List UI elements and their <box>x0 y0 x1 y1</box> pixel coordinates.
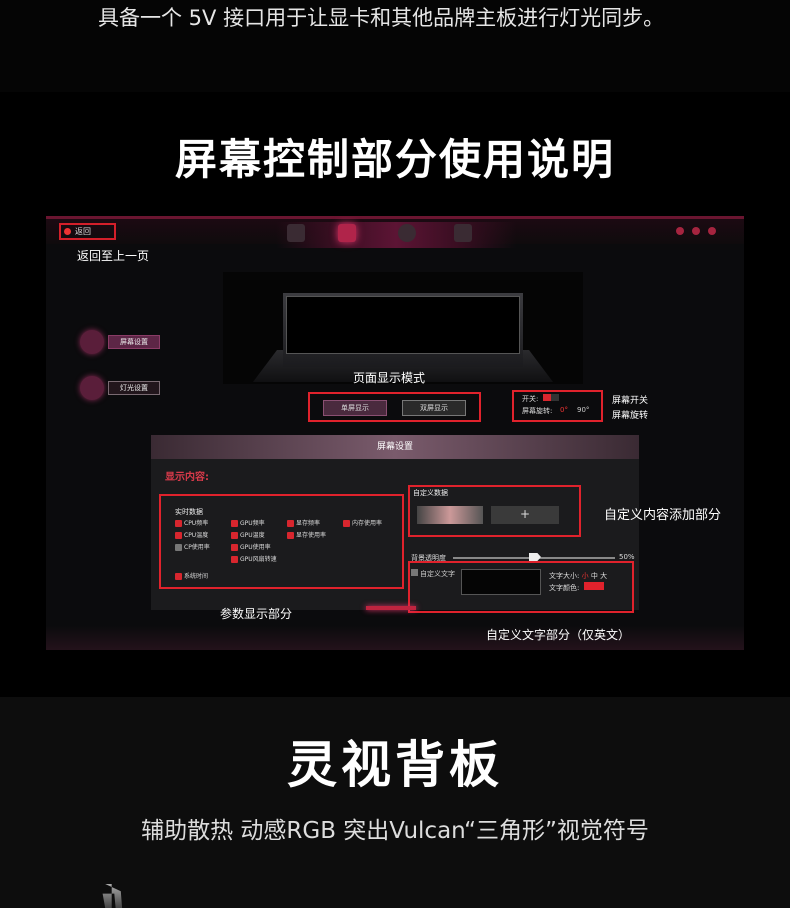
rotate-0-option[interactable]: 0° <box>560 406 568 414</box>
custom-data-thumbnail[interactable] <box>417 506 483 524</box>
custom-add-caption: 自定义内容添加部分 <box>604 508 722 523</box>
param-checkbox[interactable]: 显存使用率 <box>287 532 326 540</box>
param-checkbox[interactable]: CP使用率 <box>175 544 210 552</box>
backplate-decoration <box>102 884 123 908</box>
dual-screen-button[interactable]: 双屏显示 <box>402 400 466 416</box>
power-toggle[interactable] <box>543 394 559 401</box>
custom-text-caption: 自定义文字部分（仅英文） <box>486 628 631 642</box>
topbar-glow <box>276 222 516 248</box>
back-caption: 返回至上一页 <box>77 249 150 263</box>
panel-subtitle: 显示内容: <box>165 472 209 483</box>
fan-icon[interactable] <box>287 224 305 242</box>
backplate-section: 灵视背板 辅助散热 动感RGB 突出Vulcan“三角形”视觉符号 <box>0 697 790 908</box>
switch-highlight <box>512 390 603 422</box>
app-topbar: 返回 <box>46 216 744 248</box>
rotate-90-option[interactable]: 90° <box>577 406 590 414</box>
size-large-option[interactable]: 大 <box>600 572 608 580</box>
params-caption: 参数显示部分 <box>220 607 293 621</box>
custom-data-title: 自定义数据 <box>413 489 448 497</box>
param-checkbox[interactable]: CPU温度 <box>175 532 208 540</box>
add-custom-data-button[interactable]: + <box>491 506 559 524</box>
monitor-preview <box>223 272 583 384</box>
custom-text-checkbox[interactable]: 自定义文字 <box>411 569 455 579</box>
opacity-label: 背景透明度 <box>411 554 446 562</box>
panel-header: 屏幕设置 <box>151 435 639 459</box>
sidebar-item-screen-settings[interactable]: 屏幕设置 <box>80 330 160 354</box>
back-button-label: 返回 <box>75 227 91 236</box>
params-title: 实时数据 <box>175 508 203 516</box>
intro-section: 具备一个 5V 接口用于让显卡和其他品牌主板进行灯光同步。 <box>0 0 790 92</box>
custom-text-highlight <box>408 561 634 613</box>
monitor-screen <box>286 296 520 354</box>
back-button[interactable]: 返回 <box>59 223 116 240</box>
single-screen-button[interactable]: 单屏显示 <box>323 400 387 416</box>
text-color-label: 文字颜色: <box>549 584 580 592</box>
app-bottom-bar <box>46 626 744 650</box>
size-small-option[interactable]: 小 <box>581 572 589 580</box>
light-settings-icon <box>80 376 104 400</box>
param-checkbox[interactable]: GPU风扇转速 <box>231 556 277 564</box>
custom-text-input[interactable] <box>461 569 541 595</box>
sidebar-item-light-settings[interactable]: 灯光设置 <box>80 376 160 400</box>
intro-text: 具备一个 5V 接口用于让显卡和其他品牌主板进行灯光同步。 <box>98 6 665 30</box>
minimize-icon[interactable] <box>692 227 700 235</box>
mode-highlight <box>308 392 481 422</box>
bulb-icon[interactable] <box>398 224 416 242</box>
opacity-value: 50% <box>619 553 635 561</box>
close-icon[interactable] <box>708 227 716 235</box>
mode-caption: 页面显示模式 <box>353 371 426 385</box>
custom-data-highlight <box>408 485 581 537</box>
switch-caption: 屏幕开关 <box>612 396 649 406</box>
document-icon[interactable] <box>454 224 472 242</box>
param-checkbox[interactable]: 显存频率 <box>287 520 320 528</box>
text-size-row: 文字大小: 小 中 大 <box>549 571 607 581</box>
system-time-checkbox[interactable]: 系统时间 <box>175 573 208 581</box>
app-window: 返回 返回至上一页 屏幕设置 灯光设置 页面显示模式 单屏显示 双屏显示 开关:… <box>46 216 744 650</box>
param-checkbox[interactable]: GPU频率 <box>231 520 265 528</box>
back-icon <box>64 228 71 235</box>
text-color-swatch[interactable] <box>584 582 604 590</box>
param-checkbox[interactable]: GPU使用率 <box>231 544 271 552</box>
sidebar-item-label: 灯光设置 <box>108 381 160 395</box>
layers-icon[interactable] <box>338 224 356 242</box>
rotate-caption: 屏幕旋转 <box>612 411 649 421</box>
rotate-label: 屏幕旋转: <box>522 407 553 415</box>
backplate-heading: 灵视背板 <box>287 736 503 794</box>
opacity-slider-handle[interactable] <box>529 553 541 561</box>
param-checkbox[interactable]: GPU温度 <box>231 532 265 540</box>
param-checkbox[interactable]: 内存使用率 <box>343 520 382 528</box>
sidebar-item-label: 屏幕设置 <box>108 335 160 349</box>
section-heading: 屏幕控制部分使用说明 <box>174 135 615 184</box>
bottom-glow <box>366 606 416 610</box>
params-highlight <box>159 494 404 589</box>
backplate-subtitle: 辅助散热 动感RGB 突出Vulcan“三角形”视觉符号 <box>141 818 649 844</box>
param-checkbox[interactable]: CPU频率 <box>175 520 208 528</box>
settings-icon[interactable] <box>676 227 684 235</box>
text-size-label: 文字大小: <box>549 572 580 580</box>
screen-settings-icon <box>80 330 104 354</box>
power-label: 开关: <box>522 395 539 403</box>
size-medium-option[interactable]: 中 <box>590 572 598 580</box>
